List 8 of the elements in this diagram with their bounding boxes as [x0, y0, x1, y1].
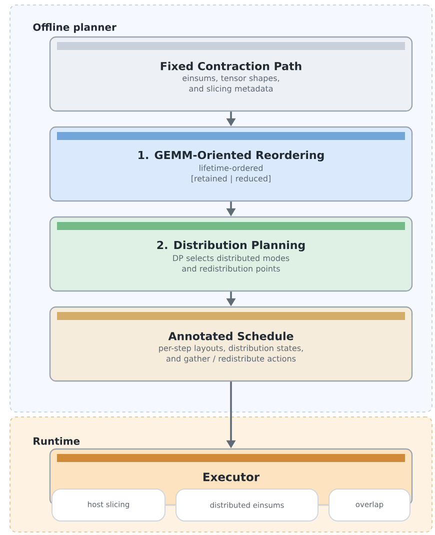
- process-box: 2. Distribution Planning DP selects distributed modes and redistribution points: [49, 216, 413, 292]
- process-box: Fixed Contraction Path einsums, tensor shapes, and slicing metadata: [49, 36, 413, 112]
- group-title: Offline planner: [31, 22, 118, 34]
- group-title: Runtime: [31, 436, 82, 446]
- process-box: 1. GEMM-Oriented Reordering lifetime-ordered [retained | reduced]: [49, 126, 413, 202]
- connector-line: [165, 504, 176, 506]
- process-box: Annotated Schedule per-step layouts, distribution states, and gather / redistribute actions: [49, 306, 413, 382]
- connector-line: [318, 504, 329, 506]
